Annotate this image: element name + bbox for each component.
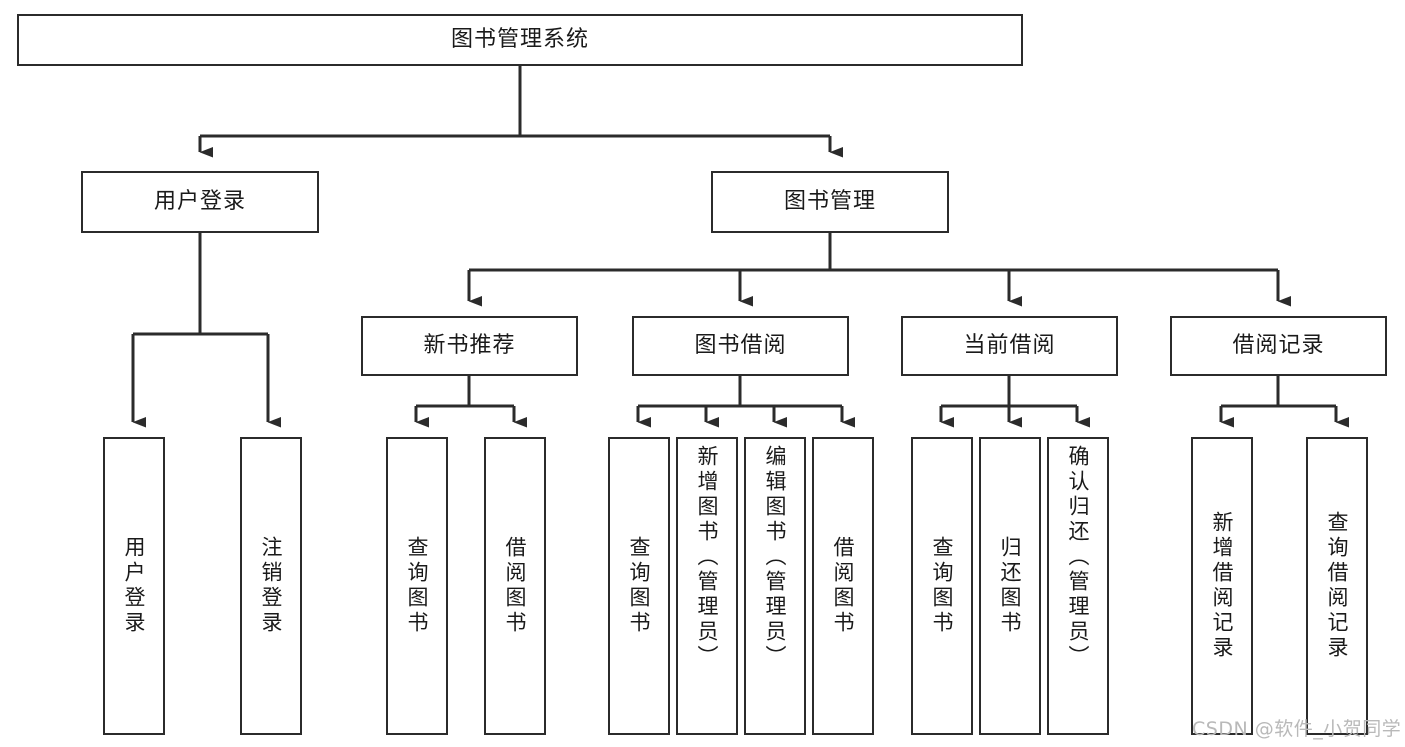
node-leaf-user-login[interactable]: 用户登录 <box>103 437 165 735</box>
node-borrow-record-label: 借阅记录 <box>1232 332 1325 358</box>
node-new-book-recommend[interactable]: 新书推荐 <box>361 316 578 376</box>
node-user-login-label: 用户登录 <box>153 188 246 214</box>
node-leaf-return-book[interactable]: 归还图书 <box>979 437 1041 735</box>
node-leaf-edit-book-admin[interactable]: 编辑图书（管理员） <box>744 437 806 735</box>
node-leaf-borrow-book-2-label: 借阅图书 <box>831 536 856 636</box>
node-leaf-confirm-return-admin[interactable]: 确认归还（管理员） <box>1047 437 1109 735</box>
node-leaf-query-book-3[interactable]: 查询图书 <box>911 437 973 735</box>
node-leaf-borrow-book-1[interactable]: 借阅图书 <box>484 437 546 735</box>
node-leaf-add-borrow-record-label: 新增借阅记录 <box>1210 511 1235 661</box>
node-root-label: 图书管理系统 <box>450 26 589 52</box>
node-book-borrow[interactable]: 图书借阅 <box>632 316 849 376</box>
node-leaf-logout-label: 注销登录 <box>259 536 284 636</box>
node-leaf-confirm-return-admin-label: 确认归还（管理员） <box>1066 445 1091 670</box>
node-leaf-query-book-3-label: 查询图书 <box>930 536 955 636</box>
node-leaf-return-book-label: 归还图书 <box>998 536 1023 636</box>
node-leaf-add-book-admin[interactable]: 新增图书（管理员） <box>676 437 738 735</box>
node-leaf-edit-book-admin-label: 编辑图书（管理员） <box>763 445 788 670</box>
node-leaf-query-book-1-label: 查询图书 <box>405 536 430 636</box>
node-book-borrow-label: 图书借阅 <box>694 332 787 358</box>
node-leaf-query-borrow-record-label: 查询借阅记录 <box>1325 511 1350 661</box>
node-current-borrow-label: 当前借阅 <box>963 332 1056 358</box>
node-current-borrow[interactable]: 当前借阅 <box>901 316 1118 376</box>
node-leaf-add-book-admin-label: 新增图书（管理员） <box>695 445 720 670</box>
node-leaf-query-book-2-label: 查询图书 <box>627 536 652 636</box>
node-leaf-borrow-book-2[interactable]: 借阅图书 <box>812 437 874 735</box>
node-leaf-borrow-book-1-label: 借阅图书 <box>503 536 528 636</box>
node-leaf-query-book-2[interactable]: 查询图书 <box>608 437 670 735</box>
node-book-manage-label: 图书管理 <box>783 188 876 214</box>
node-leaf-query-borrow-record[interactable]: 查询借阅记录 <box>1306 437 1368 735</box>
node-leaf-query-book-1[interactable]: 查询图书 <box>386 437 448 735</box>
node-leaf-logout[interactable]: 注销登录 <box>240 437 302 735</box>
node-new-book-recommend-label: 新书推荐 <box>423 332 516 358</box>
node-user-login[interactable]: 用户登录 <box>81 171 319 233</box>
node-root[interactable]: 图书管理系统 <box>17 14 1023 66</box>
node-book-manage[interactable]: 图书管理 <box>711 171 949 233</box>
node-borrow-record[interactable]: 借阅记录 <box>1170 316 1387 376</box>
node-leaf-user-login-label: 用户登录 <box>122 536 147 636</box>
node-leaf-add-borrow-record[interactable]: 新增借阅记录 <box>1191 437 1253 735</box>
